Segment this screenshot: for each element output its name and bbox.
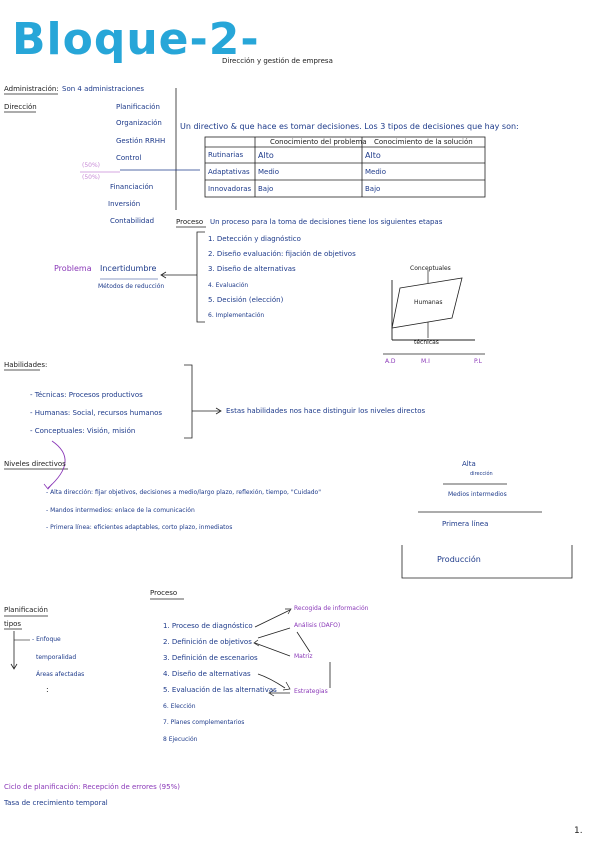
table-cell: Alto xyxy=(258,151,274,160)
proceso2-step: 3. Definición de escenarios xyxy=(163,654,258,662)
proceso2-step: 8 Ejecución xyxy=(163,736,198,743)
tipo-item: Áreas afectadas xyxy=(36,671,85,678)
tasa-crecimiento: Tasa de crecimiento temporal xyxy=(4,799,108,807)
percent-2: (50%) xyxy=(82,174,101,181)
page-number: 1. xyxy=(574,826,583,836)
diagram-humanas: Humanas xyxy=(414,299,443,306)
proceso2-step: 2. Definición de objetivos xyxy=(163,638,252,646)
admin-item-contabilidad: Contabilidad xyxy=(110,217,155,225)
habilidad-item: - Humanas: Social, recursos humanos xyxy=(30,409,163,417)
proceso1-step: 3. Diseño de alternativas xyxy=(208,265,296,273)
tipos-label: tipos xyxy=(4,620,22,628)
metodos-label: Métodos de reducción xyxy=(98,283,165,290)
proceso1-step: 4. Evaluación xyxy=(208,282,249,289)
proceso2-step: 7. Planes complementarios xyxy=(163,719,245,726)
proceso1-step: 2. Diseño evaluación: fijación de objeti… xyxy=(208,250,356,258)
admin-item-gestion: Gestión RRHH xyxy=(116,137,166,145)
problema-label: Problema xyxy=(54,264,92,273)
proceso1-step: 1. Detección y diagnóstico xyxy=(208,235,301,243)
planificacion-label: Planificación xyxy=(4,606,48,614)
incertidumbre-label: Incertidumbre xyxy=(100,264,157,273)
table-header-problema: Conocimiento del problema xyxy=(270,138,367,146)
table-cell: Alto xyxy=(365,151,381,160)
axis-label: P.L xyxy=(474,358,482,365)
axis-label: A.D xyxy=(385,358,396,365)
administracion-text: Son 4 administraciones xyxy=(62,85,144,93)
table-cell: Medio xyxy=(258,168,280,176)
table-row-label: Adaptativas xyxy=(208,168,250,176)
proceso1-step: 6. Implementación xyxy=(208,312,265,319)
admin-item-planificacion: Planificación xyxy=(116,103,160,111)
proceso1-text: Un proceso para la toma de decisiones ti… xyxy=(210,218,443,226)
admin-item-organizacion: Organización xyxy=(116,119,162,127)
proceso2-estrategias: Estrategias xyxy=(294,688,328,695)
nivel-item: - Primera línea: eficientes adaptables, … xyxy=(46,524,233,531)
nivel-item: - Mandos intermedios: enlace de la comun… xyxy=(46,507,195,514)
admin-item-financiacion: Financiación xyxy=(110,183,154,191)
proceso2-recogida: Recogida de información xyxy=(294,605,369,612)
diagram-tecnicas: técnicas xyxy=(414,339,439,346)
tipo-item: temporalidad xyxy=(36,654,77,661)
diagram-conceptuales: Conceptuales xyxy=(410,265,451,272)
directivo-text: Un directivo & que hace es tomar decisio… xyxy=(180,122,519,131)
axis-label: M.I xyxy=(421,358,430,365)
table-cell: Bajo xyxy=(365,185,381,193)
proceso2-step: 1. Proceso de diagnóstico xyxy=(163,622,253,630)
tipo-item: - Enfoque xyxy=(32,636,61,643)
tipo-item: : xyxy=(46,685,49,694)
nivel-item: - Alta dirección: fijar objetivos, decis… xyxy=(46,489,321,496)
pyramid-primera: Primera línea xyxy=(442,520,489,528)
direccion-label: Dirección xyxy=(4,103,37,111)
pyramid-alta-sub: dirección xyxy=(470,471,493,477)
proceso2-label: Proceso xyxy=(150,589,178,597)
habilidades-note: Estas habilidades nos hace distinguir lo… xyxy=(226,407,426,415)
proceso1-label: Proceso xyxy=(176,218,204,226)
proceso1-step: 5. Decisión (elección) xyxy=(208,296,284,304)
habilidad-item: - Técnicas: Procesos productivos xyxy=(30,391,143,399)
table-header-solucion: Conocimiento de la solución xyxy=(374,138,473,146)
table-cell: Bajo xyxy=(258,185,274,193)
page-subtitle: Dirección y gestión de empresa xyxy=(222,57,333,65)
pyramid-medios: Medios intermedios xyxy=(448,491,507,498)
ciclo-planificacion: Ciclo de planificación: Recepción de err… xyxy=(4,783,180,791)
table-row-label: Innovadoras xyxy=(208,185,252,193)
pyramid-alta: Alta xyxy=(462,460,476,468)
habilidades-label: Habilidades: xyxy=(4,361,48,369)
table-cell: Medio xyxy=(365,168,387,176)
proceso2-step: 6. Elección xyxy=(163,703,196,710)
table-row-label: Rutinarias xyxy=(208,151,244,159)
admin-item-control: Control xyxy=(116,154,142,162)
proceso2-matriz: Matriz xyxy=(294,653,313,660)
admin-item-inversion: Inversión xyxy=(108,200,141,208)
proceso2-step: 5. Evaluación de las alternativas xyxy=(163,686,277,694)
page-title: Bloque-2- xyxy=(12,14,260,65)
percent-1: (50%) xyxy=(82,162,101,169)
niveles-label: Niveles directivos xyxy=(4,460,66,468)
habilidad-item: - Conceptuales: Visión, misión xyxy=(30,427,136,435)
proceso2-step: 4. Diseño de alternativas xyxy=(163,670,251,678)
proceso2-analisis: Análisis (DAFO) xyxy=(294,622,341,629)
pyramid-produccion: Producción xyxy=(437,555,481,564)
administracion-label: Administración: xyxy=(4,85,59,93)
